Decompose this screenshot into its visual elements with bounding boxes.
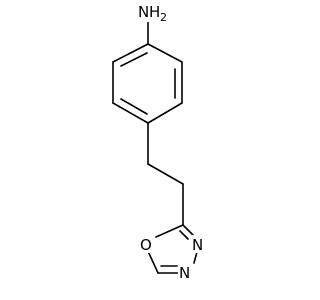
structure-diagram: N H 2 O N N xyxy=(112,2,204,282)
ring-oxygen-label: O xyxy=(140,236,152,254)
amine-h-count: 2 xyxy=(160,11,167,24)
bond-benzene-6 xyxy=(112,43,149,63)
amine-h-label: H xyxy=(149,3,160,21)
bond-oxadiazole-c2-o xyxy=(155,224,184,238)
bond-benzene-4 xyxy=(112,102,149,124)
bond-benzene-3 xyxy=(147,102,183,124)
bond-benzene-double-left-bottom xyxy=(120,98,148,115)
amine-n-label: N xyxy=(138,3,149,21)
oxadiazole-atoms: O N N xyxy=(139,235,204,282)
bond-oxadiazole-n3-c2-double xyxy=(179,230,189,240)
bond-chain-2 xyxy=(147,163,184,185)
ring-nitrogen-4-label: N xyxy=(179,264,190,282)
amine-group: N H 2 xyxy=(136,2,167,24)
bonds xyxy=(112,20,199,274)
bond-benzene-double-left-top xyxy=(120,52,148,67)
bond-benzene-1 xyxy=(147,43,183,63)
bond-oxadiazole-n3-c2 xyxy=(182,224,195,237)
molecule-drawing: N H 2 O N N xyxy=(112,2,204,282)
ring-nitrogen-3-label: N xyxy=(192,236,203,254)
